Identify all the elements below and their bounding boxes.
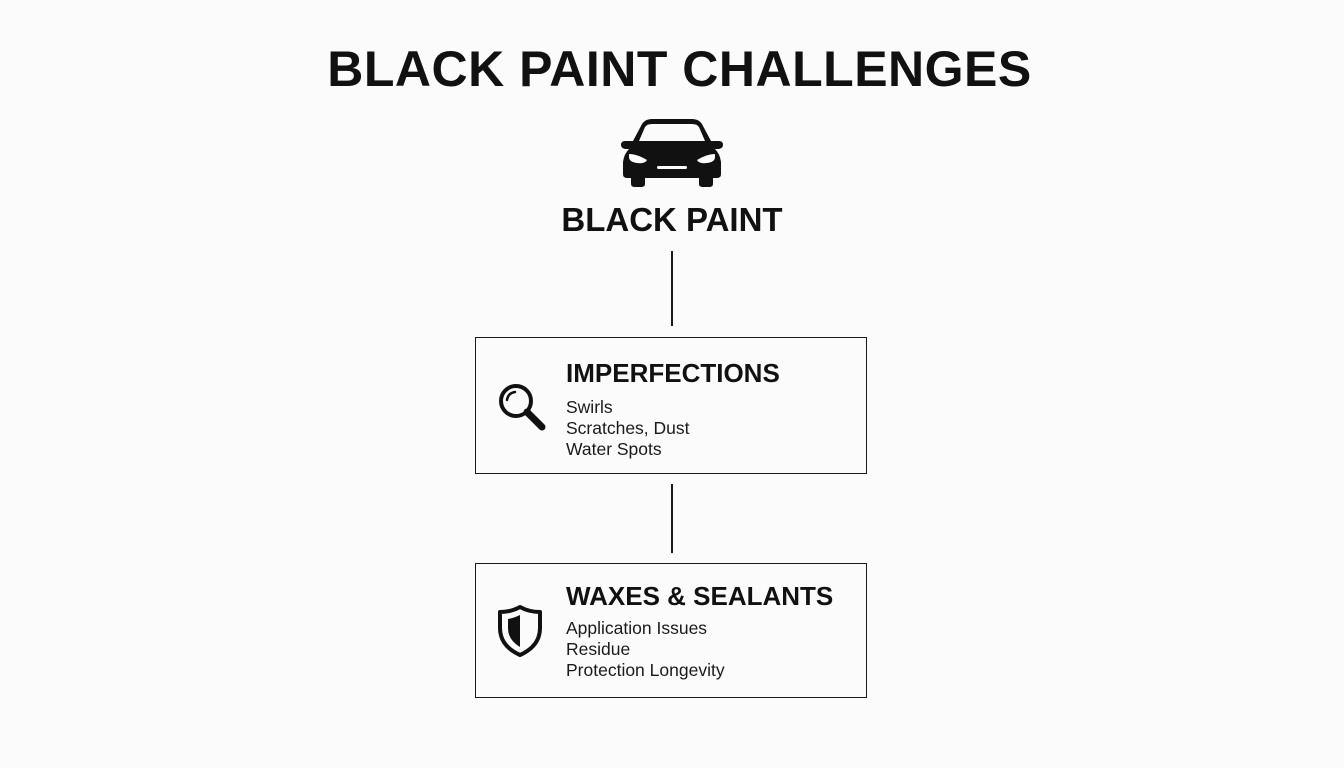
connector-line (671, 484, 673, 553)
list-item: Water Spots (566, 439, 662, 459)
node-item-list: Swirls Scratches, Dust Water Spots (566, 397, 690, 460)
diagram-title: BLACK PAINT CHALLENGES (327, 41, 1032, 97)
node-waxes-sealants: WAXES & SEALANTS Application Issues Resi… (475, 563, 867, 698)
node-title: WAXES & SEALANTS (566, 581, 834, 611)
list-item: Scratches, Dust (566, 418, 690, 438)
root-node-label: BLACK PAINT (561, 201, 783, 238)
car-icon (621, 119, 723, 187)
shield-icon (498, 605, 542, 657)
node-item-list: Application Issues Residue Protection Lo… (566, 618, 725, 681)
node-title: IMPERFECTIONS (566, 358, 780, 388)
node-imperfections: IMPERFECTIONS Swirls Scratches, Dust Wat… (475, 337, 867, 474)
list-item: Residue (566, 639, 631, 659)
list-item: Protection Longevity (566, 660, 725, 680)
connector-line (671, 251, 673, 326)
list-item: Application Issues (566, 618, 708, 638)
magnifying-glass-icon (499, 384, 546, 431)
list-item: Swirls (566, 397, 613, 417)
